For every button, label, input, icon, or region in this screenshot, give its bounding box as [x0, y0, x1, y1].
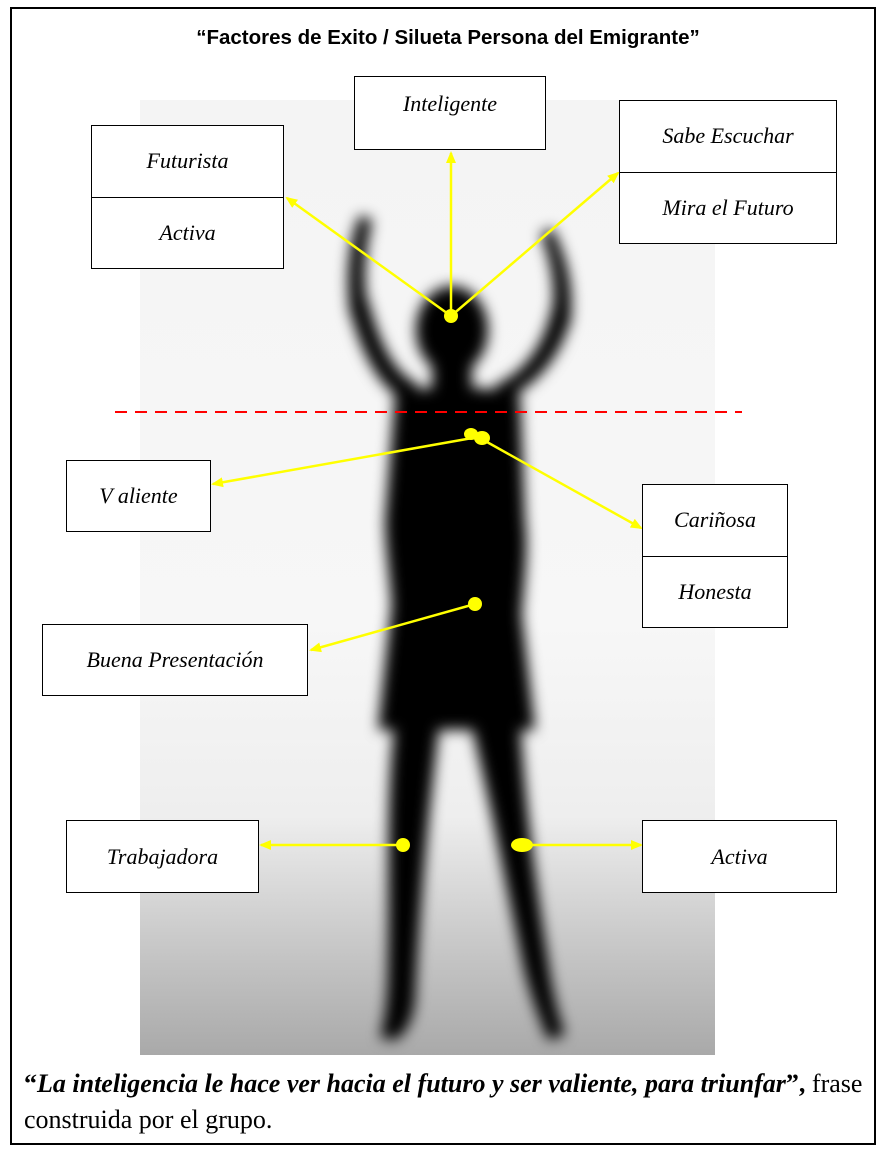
dot-chest-b: [474, 431, 490, 445]
label-buena-presentacion: Buena Presentación: [42, 624, 308, 696]
dot-left-knee: [396, 838, 410, 852]
label-box-escuchar-futuro: Sabe Escuchar Mira el Futuro: [619, 100, 837, 244]
label-valiente: V aliente: [66, 460, 211, 532]
label-sabe-escuchar: Sabe Escuchar: [620, 101, 836, 172]
person-silhouette: [348, 215, 571, 1040]
label-activa-bottom: Activa: [642, 820, 837, 893]
label-mira-el-futuro: Mira el Futuro: [620, 172, 836, 244]
dot-waist: [468, 597, 482, 611]
arrow-sabe-escuchar: [451, 173, 618, 316]
quote-open: “: [24, 1069, 37, 1098]
label-carinosa: Cariñosa: [643, 485, 787, 556]
label-activa-top: Activa: [92, 197, 283, 269]
caption-quote: “La inteligencia le hace ver hacia el fu…: [24, 1066, 870, 1138]
label-box-carinosa-honesta: Cariñosa Honesta: [642, 484, 788, 628]
label-honesta: Honesta: [643, 556, 787, 628]
label-inteligente: Inteligente: [354, 76, 546, 150]
label-box-futurista-activa: Futurista Activa: [91, 125, 284, 269]
label-trabajadora: Trabajadora: [66, 820, 259, 893]
quote-close: ”,: [786, 1069, 806, 1098]
dot-right-knee: [511, 838, 533, 852]
quote-emphasis: La inteligencia le hace ver hacia el fut…: [37, 1069, 786, 1098]
arrow-futurista: [287, 198, 451, 316]
label-futurista: Futurista: [92, 126, 283, 197]
dot-head: [444, 309, 458, 323]
